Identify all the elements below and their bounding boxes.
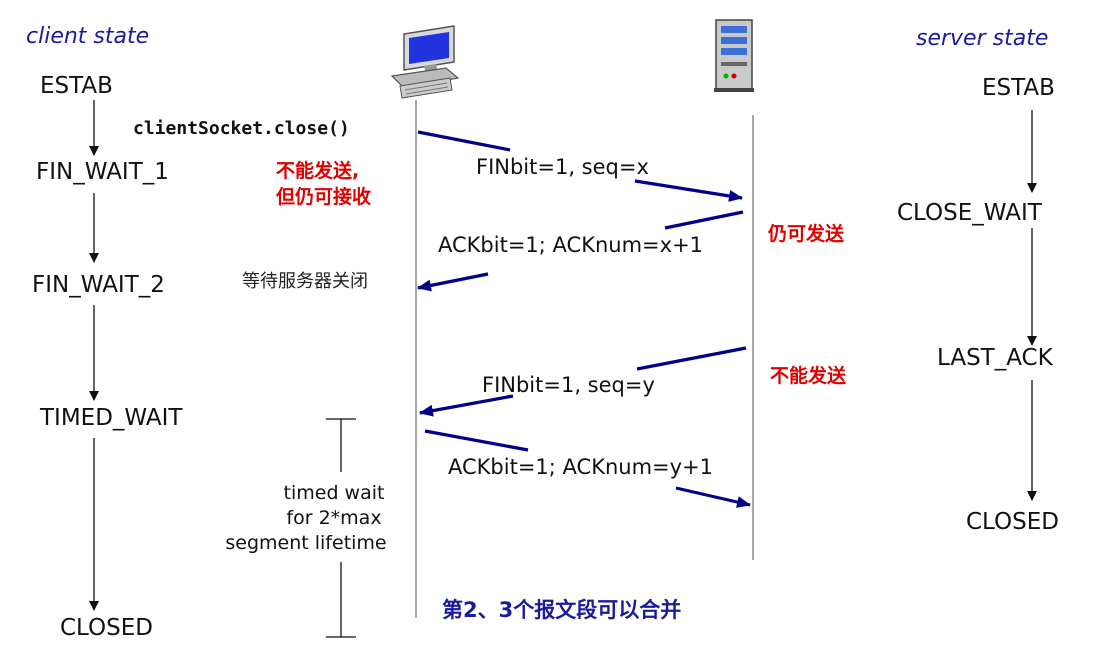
ack1-arrow [417, 272, 489, 292]
note-cannot-send: 不能发送 [770, 364, 847, 387]
ack1-line-segment [664, 210, 744, 230]
fin2-arrow [419, 394, 514, 417]
ack2-arrow [675, 486, 751, 508]
client-state-heading: client state [26, 24, 149, 49]
client-close-call: clientSocket.close() [133, 118, 350, 139]
server-state-closed: CLOSED [966, 509, 1059, 535]
desktop-computer-icon [390, 25, 460, 99]
fin1-label: FINbit=1, seq=x [476, 155, 649, 179]
client-state-fin-wait-1: FIN_WAIT_1 [36, 159, 169, 185]
ack1-label: ACKbit=1; ACKnum=x+1 [438, 233, 703, 257]
client-state-timed-wait: TIMED_WAIT [39, 405, 183, 431]
server-state-close-wait: CLOSE_WAIT [897, 200, 1043, 226]
timed-wait-label-line2: for 2*max [286, 507, 381, 529]
server-state-estab: ESTAB [982, 75, 1055, 101]
fin2-label: FINbit=1, seq=y [482, 373, 655, 397]
fin2-line-segment [636, 346, 747, 371]
client-state-fin-wait-2: FIN_WAIT_2 [32, 272, 165, 298]
ack2-label: ACKbit=1; ACKnum=y+1 [448, 455, 713, 479]
timed-wait-label-line3: segment lifetime [225, 532, 386, 554]
client-state-estab: ESTAB [40, 73, 113, 99]
fin1-arrow [634, 179, 743, 202]
note-merge-segments: 第2、3个报文段可以合并 [442, 598, 681, 622]
server-tower-icon [714, 19, 754, 92]
timed-wait-label-line1: timed wait [284, 482, 385, 504]
fin1-line-segment [417, 130, 511, 152]
ack2-line-segment [424, 429, 529, 452]
note-wait-server-close: 等待服务器关闭 [242, 271, 368, 292]
server-state-last-ack: LAST_ACK [937, 345, 1054, 371]
client-state-closed: CLOSED [60, 615, 153, 641]
note-cannot-send-line2: 但仍可接收 [276, 185, 371, 208]
note-still-can-send: 仍可发送 [768, 222, 845, 245]
server-state-heading: server state [916, 26, 1048, 51]
note-cannot-send-line1: 不能发送, [276, 159, 359, 182]
